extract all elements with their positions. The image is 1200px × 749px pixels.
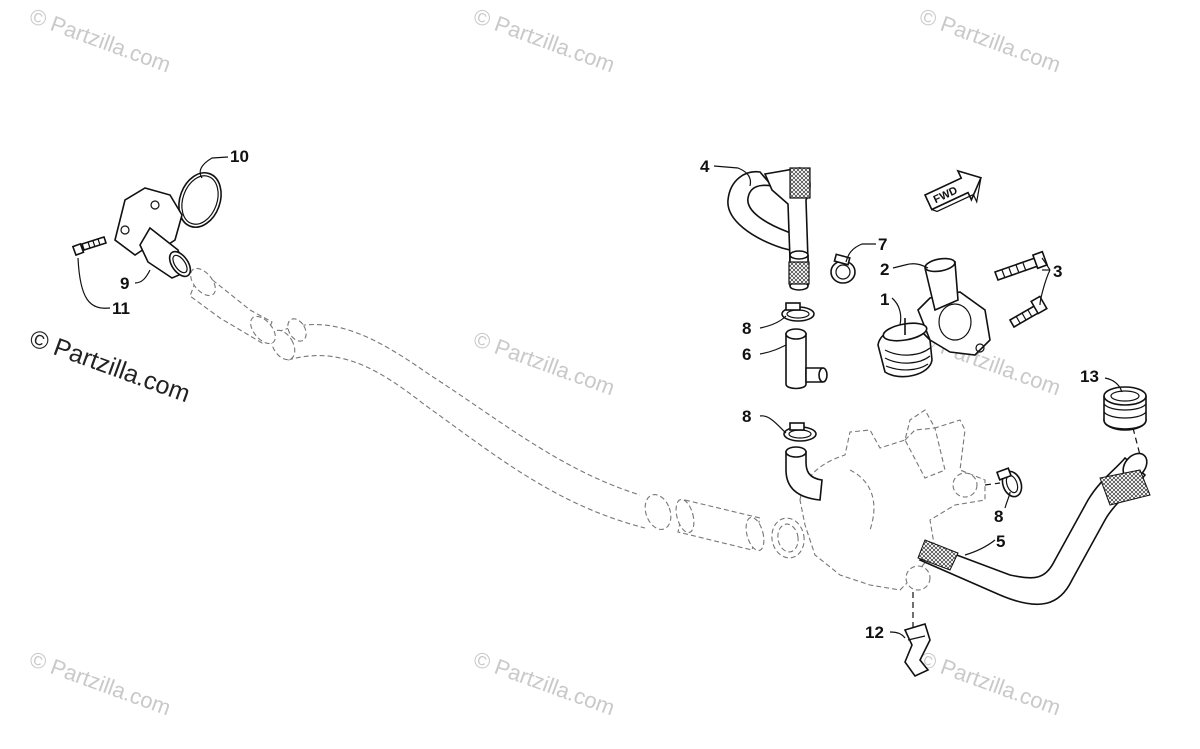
tee-joint-part-6 (785, 328, 828, 390)
clamp-part-7 (830, 253, 856, 284)
housing-cover-part-9 (114, 187, 192, 279)
callout-6: 6 (742, 345, 751, 364)
thermostat-housing-part-2 (917, 257, 991, 356)
watermark-prominent: © Partzilla.com (26, 324, 194, 408)
clip-part-12 (903, 623, 931, 678)
callout-10: 10 (230, 147, 249, 166)
ghost-water-pump (799, 409, 986, 591)
clamp-part-8-side (995, 467, 1023, 498)
clamp-part-8-lower (783, 422, 817, 442)
short-hose-to-pump (785, 446, 823, 501)
callout-7: 7 (878, 235, 887, 254)
o-ring-part-10 (178, 172, 222, 228)
hose-part-5 (917, 452, 1151, 606)
watermark-text: © Partzilla.com (470, 646, 618, 720)
callout-13: 13 (1080, 367, 1099, 386)
bolt-part-3-lower (1008, 295, 1048, 329)
callout-11: 11 (112, 299, 130, 318)
callout-4: 4 (700, 157, 710, 176)
bolt-part-11 (71, 235, 108, 257)
callout-8-side: 8 (994, 507, 1003, 526)
bolt-part-3-upper (993, 250, 1049, 282)
callout-labels: 1 2 3 4 5 6 7 8 8 8 9 10 11 12 13 (112, 147, 1099, 642)
ghost-main-hose (189, 267, 805, 559)
assembly-lines (912, 427, 1141, 628)
watermark-text: © Partzilla.com (916, 3, 1064, 77)
callout-1: 1 (880, 290, 889, 309)
watermark-text: © Partzilla.com (26, 3, 174, 77)
callout-8-lower: 8 (742, 407, 751, 426)
watermark-text: © Partzilla.com (26, 646, 174, 720)
grommet-part-13 (1103, 386, 1147, 431)
leader-lines (77, 156, 1123, 639)
watermark-text: © Partzilla.com (470, 3, 618, 77)
callout-9: 9 (120, 274, 129, 293)
callout-5: 5 (996, 532, 1005, 551)
callout-8-upper: 8 (742, 319, 751, 338)
hose-part-4 (727, 167, 811, 291)
clamp-part-8-upper (781, 302, 815, 322)
callout-12: 12 (865, 623, 884, 642)
watermark-text: © Partzilla.com (470, 326, 618, 400)
forward-direction-arrow: FWD (923, 169, 983, 213)
thermostat-part-1 (877, 318, 933, 378)
watermark-text: © Partzilla.com (916, 646, 1064, 720)
callout-2: 2 (880, 260, 889, 279)
callout-3: 3 (1053, 262, 1062, 281)
